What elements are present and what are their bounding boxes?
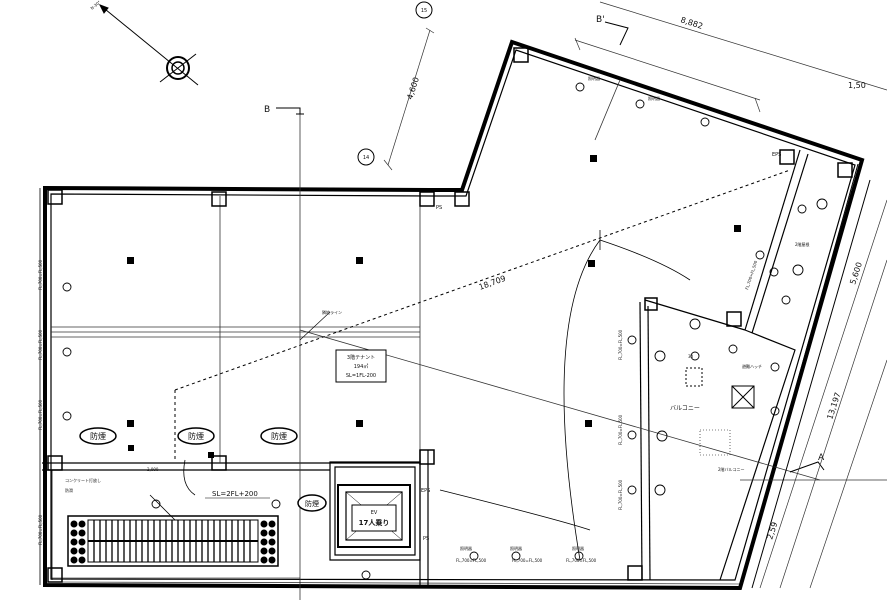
small-symbols (62, 82, 828, 580)
eq-note: 避難ハッチ (742, 363, 762, 369)
stair (67, 494, 279, 567)
tenant-level: SL=1FL-200 (346, 373, 376, 379)
svg-text:FL,700=FL,500: FL,700=FL,500 (618, 414, 623, 445)
measure-diagonal (174, 169, 791, 460)
section-a-label: A (818, 453, 825, 463)
ceiling-label-4: 照明器 (588, 76, 600, 81)
grid-14: 14 (363, 155, 369, 161)
mark-3d: 3d (688, 354, 694, 359)
section-b-marker (276, 107, 304, 115)
hatch-box (685, 367, 755, 456)
ceiling-label-2: 照明器 (510, 546, 522, 551)
fire-label-4: 防煙 (305, 499, 319, 508)
ps-top: PS (436, 205, 442, 211)
dimension-lines (383, 1, 887, 589)
boundary-label: 隣地ライン (322, 309, 342, 315)
level-mark: SL=2FL+200 (212, 490, 258, 498)
svg-text:FL,700=FL,500: FL,700=FL,500 (618, 479, 623, 510)
grid-bubbles (357, 1, 433, 166)
mark-2000: 2,000 (147, 467, 159, 472)
svg-text:FL,700=FL,500: FL,700=FL,500 (618, 329, 623, 360)
left-wall-ticks (39, 188, 53, 585)
columns (47, 47, 853, 583)
grid-15: 15 (421, 8, 427, 14)
svg-text:FL,700=FL,500: FL,700=FL,500 (38, 514, 43, 545)
elev-label-3: FL,700=FL,500 (566, 558, 597, 563)
section-b2-marker (604, 21, 629, 46)
section-b-label: B (264, 105, 270, 115)
fire-label-3: 防煙 (271, 431, 287, 441)
north-arrow-icon (98, 4, 199, 86)
svg-text:FL,700=FL,500: FL,700=FL,500 (38, 259, 43, 290)
dim-left-vertical: 4,600 (405, 76, 421, 101)
eps-bottom: EPS (421, 488, 430, 494)
room-2f-label: 2階屋根 (795, 241, 810, 247)
smoke-partitions (79, 427, 327, 512)
section-b2-label: B' (596, 15, 605, 25)
svg-text:FL,700=FL,500: FL,700=FL,500 (744, 260, 758, 291)
ceiling-fixtures (127, 155, 741, 458)
balcony-label: バルコニー (670, 405, 700, 412)
fire-label-1: 防煙 (90, 431, 106, 441)
north-label: N-30° (89, 0, 101, 11)
tenant-title: 3階テナント (347, 354, 375, 361)
dim-top: 8,882 (679, 15, 704, 31)
tenant-box (335, 349, 387, 383)
balcony-2-label: 2階バルコニー (718, 466, 744, 472)
dim-right-mid: 13,197 (825, 391, 842, 420)
elevator: EV 17人乗り (337, 484, 411, 548)
ceiling-label-1: 照明器 (460, 546, 472, 551)
ps-bottom: PS (423, 536, 429, 542)
wall-hatch (51, 577, 741, 585)
section-a-marker (789, 461, 825, 473)
eps-top: EPS (772, 152, 781, 158)
elev-label-1: FL,700=FL,500 (456, 558, 487, 563)
stair-note-2: 防滑 (65, 487, 73, 493)
dim-right-low: 2,59 (765, 521, 779, 541)
exterior-walls (43, 39, 865, 591)
grid-lines (51, 79, 821, 600)
right-annex-outline (739, 163, 871, 589)
svg-text:FL,700=FL,500: FL,700=FL,500 (38, 399, 43, 430)
dim-right-side: 5,600 (848, 261, 864, 286)
ev-label: EV (371, 510, 378, 516)
tenant-area: 194㎡ (354, 363, 369, 370)
ceiling-label-3: 照明器 (572, 546, 584, 551)
svg-text:FL,700=FL,500: FL,700=FL,500 (38, 329, 43, 360)
ceiling-label-5: 照明器 (648, 96, 660, 101)
inner-wall-lines (42, 49, 856, 585)
elev-label-2: FL,700=FL,500 (512, 558, 543, 563)
fire-label-2: 防煙 (188, 431, 204, 441)
stair-note-1: コンクリート打放し (65, 477, 101, 483)
ev-capacity: 17人乗り (359, 518, 390, 527)
dim-right-top: 1,50 (848, 81, 866, 90)
arc-lines (183, 230, 691, 561)
